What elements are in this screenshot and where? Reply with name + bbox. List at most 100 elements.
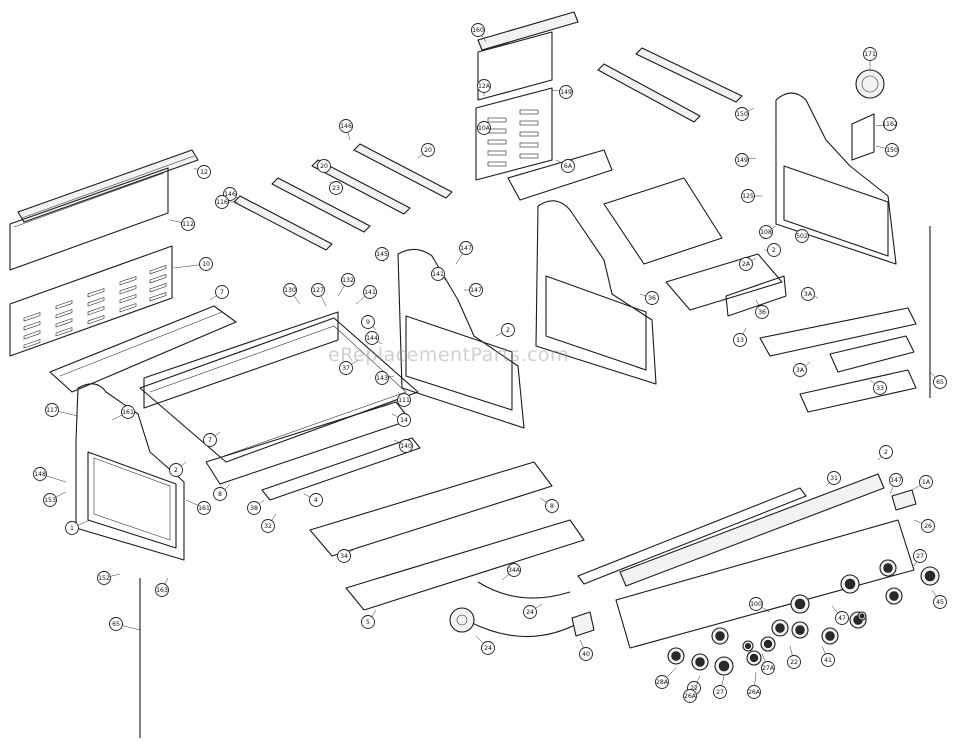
callout-502: 502 [795, 229, 809, 243]
callout-text: 27A [762, 665, 775, 672]
callout-text: 10A [478, 125, 491, 132]
drip-tray [205, 401, 411, 485]
callout-text: 153 [44, 497, 56, 504]
callout-text: 147 [460, 245, 472, 252]
callout-text: 13 [736, 337, 744, 344]
callout-10: 10 [199, 257, 213, 271]
callout-2: 2 [501, 323, 515, 337]
callout-100: 100 [749, 597, 763, 611]
bottom-channel-upper [309, 461, 553, 557]
callout-40: 40 [579, 647, 593, 661]
callout-text: 112 [182, 221, 194, 228]
callout-text: 23 [332, 185, 340, 192]
callout-2: 2 [767, 243, 781, 257]
callout-text: 28A [656, 679, 669, 686]
callout-text: 141 [432, 271, 444, 278]
callout-8: 8 [545, 499, 559, 513]
callout-text: 9 [366, 319, 370, 326]
callout-text: 163 [156, 587, 168, 594]
callout-27A: 27A [761, 661, 775, 675]
callout-141: 141 [363, 285, 377, 299]
firebox-back-wall [143, 311, 339, 409]
callout-text: 32 [264, 523, 272, 530]
callout-112: 112 [181, 217, 195, 231]
callout-5: 5 [361, 615, 375, 629]
callout-text: 130 [284, 287, 296, 294]
callout-text: 20 [424, 147, 432, 154]
callout-1162: 1162 [882, 117, 898, 131]
callout-text: 38 [250, 505, 258, 512]
callout-33: 33 [873, 381, 887, 395]
fitting [571, 611, 595, 637]
callout-text: 149 [560, 89, 572, 96]
callout-22: 22 [787, 655, 801, 669]
callout-text: 2 [174, 467, 178, 474]
callout-3A: 3A [793, 363, 807, 377]
callout-text: 34 [340, 553, 348, 560]
callout-7: 7 [203, 433, 217, 447]
callout-20: 20 [421, 143, 435, 157]
callout-text: 65 [936, 379, 944, 386]
callout-text: 6A [564, 163, 573, 170]
callout-text: 24 [526, 609, 534, 616]
heat-shield-left [49, 305, 237, 393]
callout-117: 117 [45, 403, 59, 417]
top-trim-rail-left [17, 149, 199, 223]
callout-160: 160 [471, 23, 485, 37]
callout-26A: 26A [747, 685, 761, 699]
callout-2: 2 [169, 463, 183, 477]
callout-text: 161 [122, 409, 134, 416]
callout-36: 36 [755, 305, 769, 319]
callout-text: 12 [200, 169, 208, 176]
callout-140: 140 [399, 439, 413, 453]
callout-text: 117 [46, 407, 58, 414]
callout-text: 7 [220, 289, 224, 296]
callout-2A: 2A [739, 257, 753, 271]
callout-text: 65 [112, 621, 120, 628]
callout-text: 116 [216, 199, 228, 206]
callout-text: 27 [716, 689, 724, 696]
callout-text: 34A [508, 567, 521, 574]
callout-text: 111 [398, 397, 410, 404]
callout-23: 23 [329, 181, 343, 195]
control-panel-face [615, 519, 915, 649]
callout-65: 65 [933, 375, 947, 389]
callout-12: 12 [197, 165, 211, 179]
back-panel-upper-left [9, 167, 169, 271]
callout-text: 4 [314, 497, 318, 504]
callout-text: 108 [760, 229, 772, 236]
callout-147: 147 [459, 241, 473, 255]
callout-1A: 1A [919, 475, 933, 489]
back-panel-vented-center [475, 87, 553, 181]
callout-text: 26A [684, 693, 697, 700]
callout-text: 1 [70, 525, 74, 532]
callout-145: 145 [375, 247, 389, 261]
callout-text: 147 [890, 477, 902, 484]
callout-text: 100 [750, 601, 762, 608]
callout-26: 26 [921, 519, 935, 533]
callout-32: 32 [261, 519, 275, 533]
drip-tray-right [665, 253, 783, 311]
callout-text: 3A [796, 367, 805, 374]
igniter [891, 489, 917, 511]
callout-text: 27 [916, 553, 924, 560]
left-side-panel [75, 383, 185, 561]
callout-13: 13 [733, 333, 747, 347]
callout-text: 5 [366, 619, 370, 626]
callout-153: 153 [43, 493, 57, 507]
callout-text: 147 [470, 287, 482, 294]
burner-tubes-right [597, 47, 743, 123]
callout-14: 14 [397, 413, 411, 427]
right-side-panel-center [397, 248, 525, 429]
callout-161: 161 [121, 405, 135, 419]
front-burner-rail [261, 437, 421, 501]
callout-125: 125 [741, 189, 755, 203]
callout-6A: 6A [561, 159, 575, 173]
callout-28A: 28A [655, 675, 669, 689]
callout-65: 65 [109, 617, 123, 631]
callout-text: 37 [342, 365, 350, 372]
callout-7: 7 [215, 285, 229, 299]
callout-127: 127 [311, 283, 325, 297]
callout-1: 1 [65, 521, 79, 535]
top-trim-rail-center [477, 11, 579, 51]
